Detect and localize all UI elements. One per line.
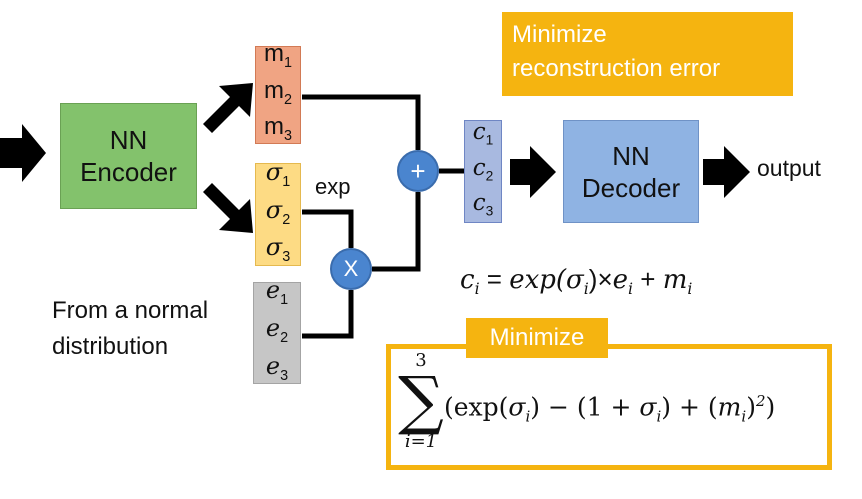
plus-operator: + xyxy=(397,150,439,192)
input-arrow xyxy=(0,124,46,182)
kl-expression: (exp(σi) − (1 + σi) + (mi)2) xyxy=(444,392,776,426)
e-vector: e1 e2 e3 xyxy=(253,276,301,384)
kl-loss-box xyxy=(386,344,832,470)
kl-minimize-title: Minimize xyxy=(466,318,608,358)
reconstruction-error-box: Minimize reconstruction error xyxy=(502,12,793,96)
c-item: c1 xyxy=(472,119,494,148)
e-item: e1 xyxy=(265,276,289,309)
m-item: m3 xyxy=(263,113,292,145)
sigma-item: σ1 xyxy=(265,157,291,190)
c-equation: ci = exp(σi)×ei + mi xyxy=(460,264,693,299)
decoder-line1: NN xyxy=(612,140,650,171)
sigma-item: σ2 xyxy=(265,195,291,228)
decoder-line2: Decoder xyxy=(581,172,681,203)
exp-label: exp xyxy=(315,174,351,199)
encoder-line2: Encoder xyxy=(80,157,177,187)
sum-symbol: ∑ xyxy=(398,364,444,438)
encoder-to-sigma-arrow xyxy=(203,183,253,233)
sigma-to-times-line xyxy=(302,209,354,248)
nn-encoder: NN Encoder xyxy=(60,103,197,209)
nn-decoder: NN Decoder xyxy=(563,120,699,223)
reconstruction-line1: Minimize xyxy=(512,21,607,48)
decoder-to-output-arrow xyxy=(703,146,750,198)
sum-upper-limit: 3 xyxy=(415,350,427,371)
c-vector: c1 c2 c3 xyxy=(464,119,502,223)
normal-label-line1: From a normal xyxy=(52,297,209,324)
sigma-item: σ3 xyxy=(265,233,291,266)
reconstruction-line2: reconstruction error xyxy=(512,55,721,82)
m-item: m2 xyxy=(263,76,292,108)
c-item: c3 xyxy=(472,190,494,219)
encoder-line1: NN xyxy=(109,125,148,155)
c-item: c2 xyxy=(472,154,494,184)
m-to-plus-line xyxy=(302,94,421,150)
normal-distribution-label: From a normal distribution xyxy=(52,293,208,365)
encoder-to-m-arrow xyxy=(203,83,253,133)
normal-label-line2: distribution xyxy=(52,333,169,360)
times-to-plus-line xyxy=(372,192,421,272)
sigma-vector: σ1 σ2 σ3 xyxy=(255,158,301,266)
e-item: e2 xyxy=(265,314,289,346)
summation: 3 ∑ i=1 xyxy=(396,352,446,460)
output-label: output xyxy=(757,155,821,181)
e-to-times-line xyxy=(302,290,354,339)
sum-lower-limit: i=1 xyxy=(404,431,438,452)
e-item: e3 xyxy=(265,351,289,384)
multiply-operator: X xyxy=(330,248,372,290)
m-item: m1 xyxy=(263,39,292,71)
m-vector: m1 m2 m3 xyxy=(255,40,301,144)
c-to-decoder-arrow xyxy=(510,146,556,198)
